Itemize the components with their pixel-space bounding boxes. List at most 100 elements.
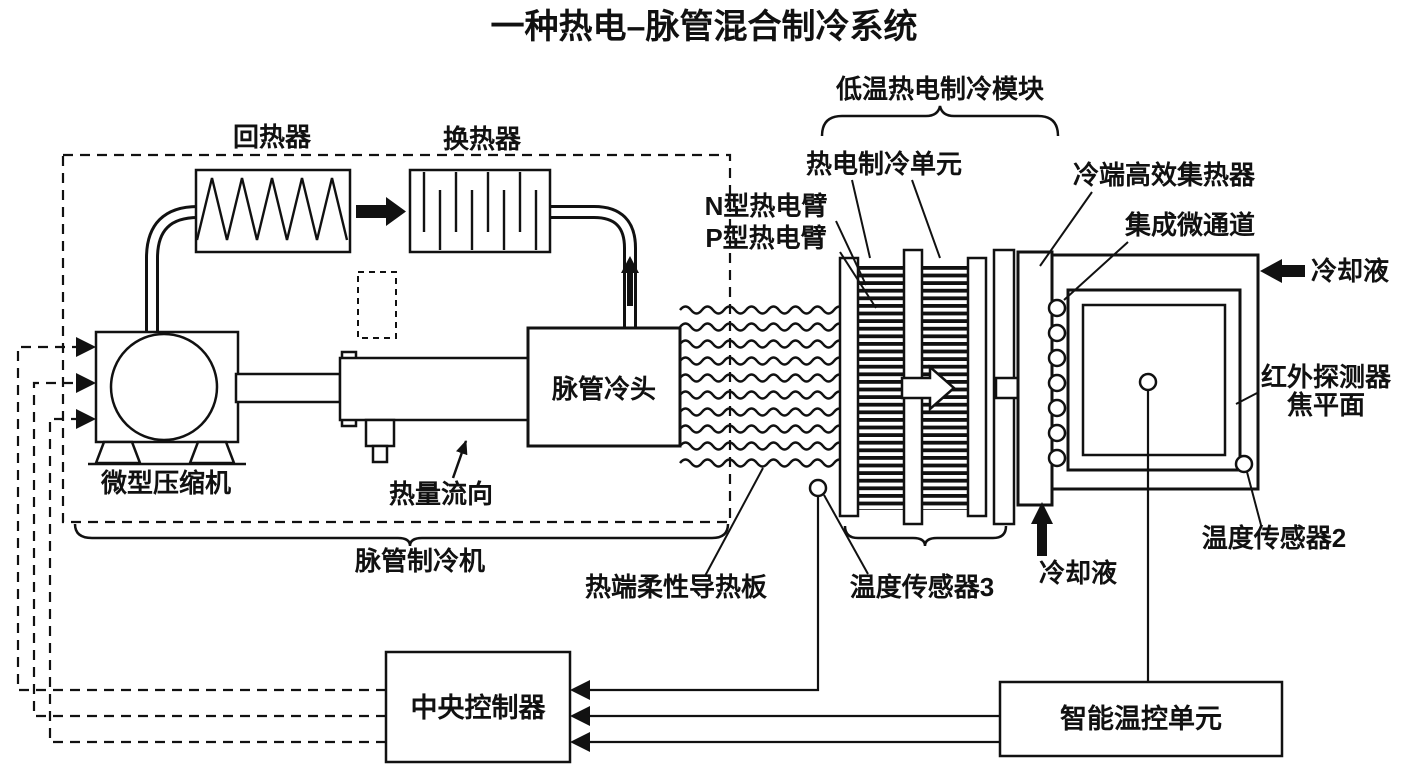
microchannel-leader [1063,241,1129,301]
sensor3-signal-line [590,496,820,692]
tec-unit-leader [851,179,871,259]
focal-plane-sensor-dot [1138,372,1158,392]
pipe-hx-to-coldhead-core [548,208,634,332]
tec-unit-annotation: 热电制冷单元 [806,149,962,259]
sensor2-annotation: 温度传感器2 [1202,471,1346,553]
coolant-in-annotation: 冷却液 [1260,256,1389,286]
smart-temp-unit: 智能温控单元 [998,680,1284,758]
feedback-arrowhead-3 [76,409,96,429]
regenerator: 回热器 [194,122,352,254]
sensor3-label: 温度传感器3 [850,572,994,602]
controller-arrowhead [570,732,590,752]
wave-line [678,390,847,400]
coolant-out-annotation: 冷却液 [1031,502,1117,588]
central-controller-label: 中央控制器 [411,693,547,723]
tec-module-group-label: 低温热电制冷模块 [835,74,1044,104]
flexible-plate-label: 热端柔性导热板 [585,572,767,602]
heat-flow-annotation: 热量流向 [389,440,493,509]
wave-line [678,322,847,332]
tec-module-top-brace [820,105,1060,137]
signal-lines [570,390,1150,752]
orifice-dashed-outline [357,271,397,339]
cold-collector-label: 冷端高效集热器 [1073,160,1256,190]
controller-arrowhead [570,680,590,700]
heat-exchanger-box [408,168,552,254]
pipe-compressor-to-regenerator-core [148,208,199,336]
wave-line [678,305,847,315]
microchannel-label: 集成微通道 [1124,210,1255,240]
microchannel-annotation: 集成微通道 [1063,210,1255,301]
controller-arrowhead [570,706,590,726]
ir-detector-label-line1: 红外探测器 [1261,362,1392,392]
heat-exchanger-label: 换热器 [443,124,522,154]
heat-pump-arrow-icon [900,364,956,412]
tec-plate [966,256,988,518]
compressor-label: 微型压缩机 [100,468,231,498]
flow-right-arrow-icon [356,197,406,226]
tec-module-group-annotation: 低温热电制冷模块 [820,74,1060,137]
microchannel-coil-icon [1047,348,1067,368]
coolant-in-arrow-icon [1260,259,1305,283]
sensor3-dot [808,478,828,498]
tec-unit-label: 热电制冷单元 [806,149,962,179]
p-arm-leader [839,251,877,309]
feedback-line-2 [32,381,386,718]
wave-line [678,424,847,434]
n-arm-leader [835,220,867,286]
central-controller: 中央控制器 [384,650,572,764]
pulse-tube-body [338,356,532,422]
microchannel-coil-icon [1047,373,1067,393]
compressor-foot-left [94,440,142,465]
cold-collector-leader [1039,191,1093,267]
pipe-hx-to-coldhead [548,205,637,332]
heat-exchanger: 换热器 [408,124,552,254]
tec-unit-leader [911,179,941,259]
cold-collector [1016,250,1260,507]
wave-line [678,407,847,417]
heat-flow-label: 热量流向 [389,479,493,509]
pulse-cooler-brace [73,523,730,547]
sensor2-dot [1234,454,1254,474]
microchannel-coil-icon [1047,298,1067,318]
sensor2-leader [1246,471,1262,526]
sensor3-leader [823,494,869,575]
coolant-in-label: 冷却液 [1311,256,1389,286]
n-arm-label: N型热电臂 [705,191,828,221]
smart-temp-unit-label: 智能温控单元 [1060,703,1222,734]
tec-module [838,248,1050,547]
wave-line [678,356,847,366]
flexible-thermal-plate [678,305,847,468]
feedback-line-1 [16,345,386,692]
cold-head-box [526,326,682,448]
pulse-cooler-brace-group: 脉管制冷机 [73,523,730,576]
wave-line [678,339,847,349]
p-arm-label: P型热电臂 [705,223,826,253]
feedback-arrowhead-1 [76,337,96,357]
tec-plate [838,256,860,518]
microchannel-coil-icon [1047,323,1067,343]
compressor-foot-right [188,440,236,465]
transfer-line [234,372,342,404]
pipes [145,205,639,336]
wave-line [678,458,847,468]
cold-head-label: 脉管冷头 [552,374,656,404]
heat-flow-arrow-icon [451,440,468,479]
compressor-motor-circle [109,332,219,442]
microchannel-coil-icon [1047,423,1067,443]
pulse-tube-fitting [364,418,396,448]
pulse-tube-assembly [234,271,532,464]
sensor2-label: 温度传感器2 [1202,523,1346,553]
flexible-plate-annotation: 热端柔性导热板 [585,467,767,602]
compressor: 微型压缩机 [88,330,246,498]
pulse-tube-fitting-stub [371,444,389,464]
wave-line [678,373,847,383]
n-arm-annotation: N型热电臂 [705,191,867,286]
coolant-out-label: 冷却液 [1039,558,1117,588]
ir-detector-annotation: 红外探测器 焦平面 [1235,362,1392,420]
feedback-arrowhead-2 [76,373,96,393]
flexible-plate-leader [704,467,764,577]
tec-arms-stack-1 [858,264,904,510]
p-arm-annotation: P型热电臂 [705,223,877,309]
